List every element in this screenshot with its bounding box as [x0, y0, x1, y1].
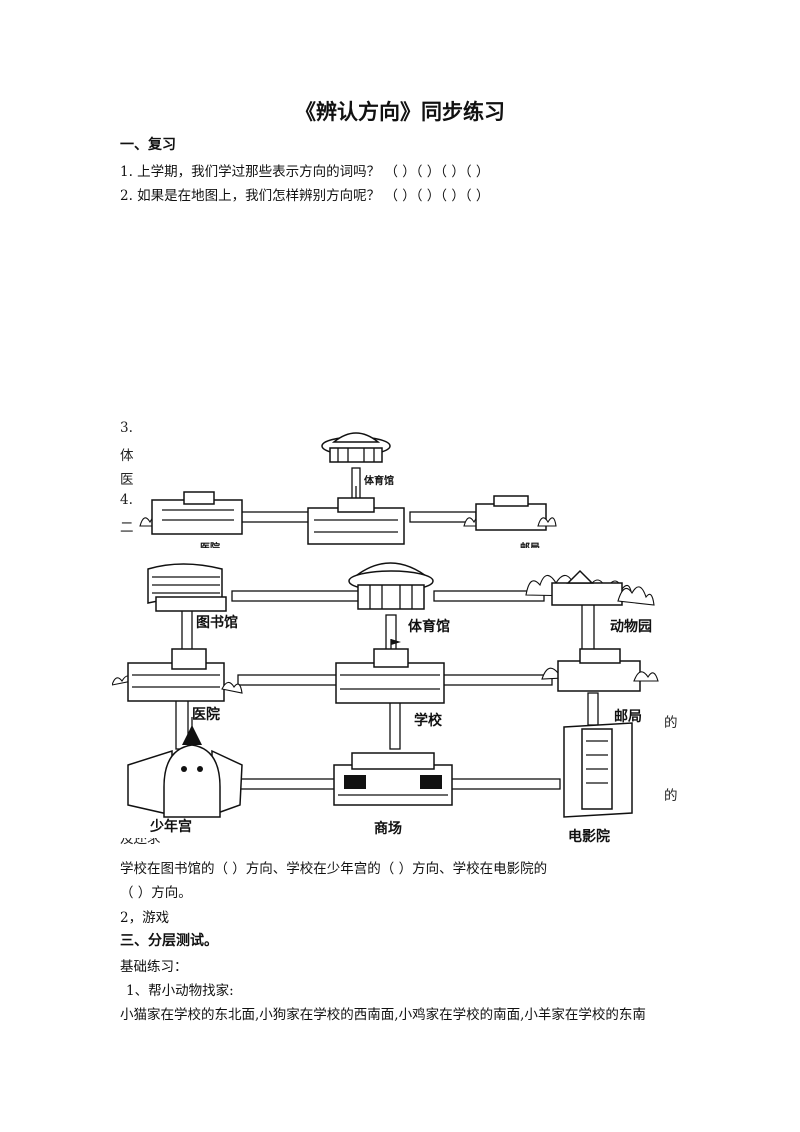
road-v-left-top — [181, 604, 193, 656]
road-top-right — [433, 590, 545, 602]
road-mid-right — [441, 674, 553, 686]
basic-practice-label: 基础练习： — [120, 959, 188, 975]
road-v-right-bottom — [587, 692, 599, 726]
small-school-building — [307, 486, 405, 545]
small-gym-building — [321, 432, 391, 463]
road-mid-left — [237, 674, 339, 686]
question-2: 2. 如果是在地图上，我们怎样辨别方向呢？ （ ）（ ）（ ）（ ） — [120, 188, 490, 204]
fragment-ti: 体 — [120, 448, 134, 464]
small-direction-map — [139, 432, 557, 545]
label-gym: 体育馆 — [408, 619, 450, 635]
fragment-3: 3. — [120, 420, 133, 436]
direction-question-line-2: （ ）方向。 — [120, 885, 192, 901]
gym-building — [348, 562, 434, 610]
fragment-yi: 医 — [120, 472, 134, 488]
fragment-4: 4. — [120, 492, 133, 508]
post-building — [541, 648, 659, 692]
fragment-right-1: 的 — [664, 715, 678, 731]
label-mall: 商场 — [374, 821, 402, 837]
big-direction-map — [112, 562, 659, 818]
game-item: 2，游戏 — [120, 910, 170, 926]
fragment-right-2: 的 — [664, 788, 678, 804]
label-library: 图书馆 — [196, 615, 238, 631]
cinema-building — [563, 722, 633, 818]
label-youth-palace: 少年宫 — [150, 819, 192, 835]
label-cinema: 电影院 — [568, 829, 610, 845]
label-hospital: 医院 — [192, 707, 220, 723]
label-post: 邮局 — [614, 709, 642, 725]
school-building — [335, 639, 445, 704]
road-v-right-top — [581, 602, 595, 654]
road-top-left — [231, 590, 363, 602]
road-bottom-right — [449, 778, 561, 790]
page-title: 《辨认方向》同步练习 — [295, 100, 505, 124]
mall-building — [333, 752, 453, 806]
small-hospital-label: 医院 — [200, 539, 220, 548]
hospital-building — [112, 648, 243, 702]
section-1-heading: 一、复习 — [120, 137, 176, 153]
library-building — [147, 563, 227, 612]
youth-palace-building — [127, 717, 243, 818]
road-bottom-left — [237, 778, 339, 790]
small-gym-label: 体育馆 — [364, 476, 394, 487]
label-zoo: 动物园 — [610, 619, 652, 635]
small-post-label: 邮局 — [520, 539, 540, 548]
question-1: 1. 上学期，我们学过那些表示方向的词吗？ （ ）（ ）（ ）（ ） — [120, 164, 490, 180]
fragment-partial: 及还求 — [120, 838, 161, 847]
section-3-heading: 三、分层测试。 — [120, 933, 218, 949]
label-school: 学校 — [414, 713, 442, 729]
zoo-building — [525, 569, 655, 606]
exercise-1-title: 1、帮小动物找家: — [126, 983, 234, 999]
direction-question-line-1: 学校在图书馆的（ ）方向、学校在少年宫的（ ）方向、学校在电影院的 — [120, 861, 548, 877]
exercise-1-text: 小猫家在学校的东北面,小狗家在学校的西南面,小鸡家在学校的南面,小羊家在学校的东… — [120, 1007, 646, 1023]
road-v-mid-bottom — [389, 700, 401, 750]
small-post-building — [463, 495, 557, 531]
fragment-er: 二 — [120, 520, 134, 536]
small-hospital-building — [139, 491, 243, 535]
